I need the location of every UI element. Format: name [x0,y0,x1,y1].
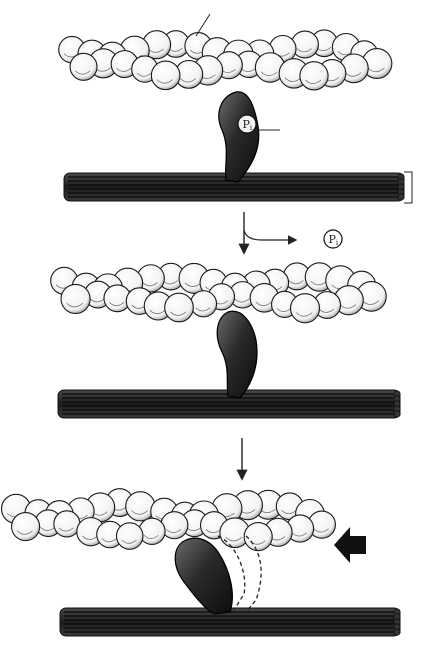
actin-monomer [165,293,194,322]
myosin-head [217,311,257,398]
pi-bound-icon: Pi [238,115,256,133]
right-arrow-icon [244,230,295,240]
actin-filament [59,30,392,90]
actin-monomer [126,492,155,521]
thick-filament-bracket [404,172,412,203]
actin-leader-line [196,14,210,36]
bold-left-arrow-icon [334,527,366,563]
actin-monomer [116,523,143,550]
actin-monomer [244,523,272,551]
pi-bubble-icon: Pi [324,230,342,248]
actin-monomer [70,53,97,80]
actin-monomer [139,518,165,544]
actin-monomer [61,284,90,313]
actin-monomer [290,294,319,323]
actin-monomer [151,61,180,90]
myosin-head [219,92,259,182]
actin-monomer [190,291,216,317]
panel-2-phosphate-released [51,263,401,418]
actin-filament [51,263,387,323]
actin-monomer [54,511,80,537]
actin-monomer [12,513,40,541]
actin-monomer [300,62,328,90]
actin-filament [2,489,336,551]
myosin-head [175,538,232,614]
panel-1-attached-with-phosphate [59,30,404,201]
panel-3-power-stroke [2,489,401,636]
